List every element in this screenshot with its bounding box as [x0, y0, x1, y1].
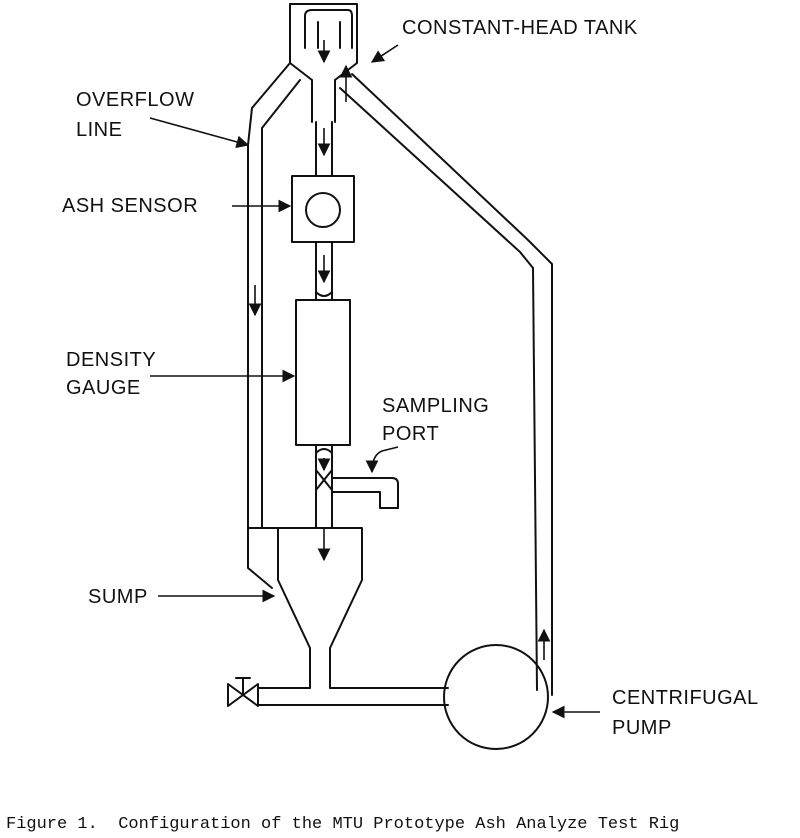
- pipe-gauge-to-sump: [315, 444, 333, 529]
- sump: [247, 527, 363, 689]
- overflow-label-line2: LINE: [76, 119, 122, 141]
- return-pipe: [339, 73, 553, 696]
- leader-arrows: [149, 44, 600, 719]
- pump-label-line2: PUMP: [612, 717, 672, 739]
- pipe-tank-to-sensor: [315, 121, 333, 177]
- sampling-label-line2: PORT: [382, 423, 439, 445]
- pipe-sensor-to-gauge: [315, 241, 333, 301]
- sampling-label-line1: SAMPLING: [382, 395, 489, 417]
- overflow-line-pipe: [247, 62, 301, 529]
- density-label-line2: GAUGE: [66, 377, 141, 399]
- sampling-port: [331, 477, 399, 509]
- ash-sensor-label: ASH SENSOR: [62, 195, 198, 217]
- tank-label: CONSTANT-HEAD TANK: [402, 17, 638, 39]
- density-label-line1: DENSITY: [66, 349, 156, 371]
- figure-caption: Figure 1. Configuration of the MTU Proto…: [6, 815, 679, 834]
- centrifugal-pump: [443, 644, 549, 750]
- constant-head-tank: [289, 3, 358, 123]
- overflow-label-line1: OVERFLOW: [76, 89, 194, 111]
- density-gauge: [295, 299, 351, 446]
- sump-label: SUMP: [88, 586, 148, 608]
- flow-arrows: [248, 40, 551, 660]
- bottom-pipe: [227, 677, 449, 707]
- ash-sensor: [291, 175, 355, 243]
- pump-label-line1: CENTRIFUGAL: [612, 687, 759, 709]
